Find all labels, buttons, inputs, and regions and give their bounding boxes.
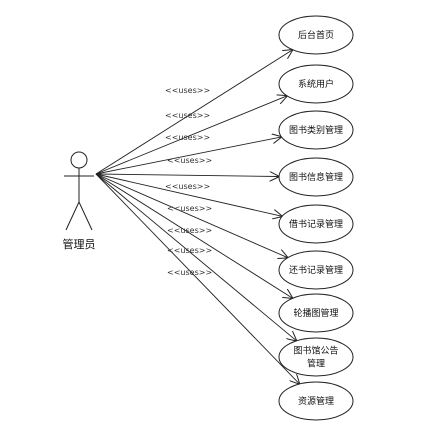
uses-stereotype-label: <<uses>> (167, 268, 212, 277)
association-edge-uc5 (95, 173, 282, 216)
use-case-ellipse (278, 64, 354, 104)
association-edge-uc8 (95, 173, 297, 341)
uses-stereotype-label: <<uses>> (165, 111, 210, 120)
use-cases: 后台首页系统用户图书类别管理图书信息管理借书记录管理还书记录管理轮播图管理图书馆… (278, 15, 354, 421)
association-edge-uc9 (95, 173, 300, 384)
actor-left-leg (65, 201, 80, 231)
uses-stereotype-label: <<uses>> (165, 86, 210, 95)
uses-stereotype-label: <<uses>> (167, 226, 212, 235)
association-edge-uc6 (95, 173, 288, 258)
use-case-label: 图书类别管理 (289, 124, 343, 136)
use-case-label: 还书记录管理 (289, 264, 343, 276)
use-case-label: 图书信息管理 (289, 171, 343, 183)
uses-stereotype-label: <<uses>> (167, 204, 212, 213)
use-case-ellipse (278, 157, 354, 197)
use-case-uc5: 借书记录管理 (278, 204, 354, 244)
uses-stereotype-label: <<uses>> (165, 133, 210, 142)
use-case-ellipse (278, 250, 354, 290)
actor-name: 管理员 (63, 237, 96, 251)
actor: 管理员 (63, 151, 96, 251)
use-case-label: 图书馆公告 (293, 345, 338, 357)
actor-right-leg (78, 201, 93, 231)
association-edge-uc7 (95, 173, 293, 298)
use-case-label: 后台首页 (298, 29, 334, 41)
use-case-uc4: 图书信息管理 (278, 157, 354, 197)
association-edge-uc1 (95, 50, 293, 175)
use-case-uc9: 资源管理 (278, 381, 354, 421)
use-case-uc3: 图书类别管理 (278, 110, 354, 150)
use-case-uc1: 后台首页 (278, 15, 354, 55)
use-case-ellipse (278, 15, 354, 55)
association-edge-uc3 (95, 137, 282, 175)
use-case-label: 借书记录管理 (289, 218, 343, 230)
uses-stereotype-label: <<uses>> (167, 246, 212, 255)
actor-head (70, 151, 88, 169)
uses-stereotype-label: <<uses>> (167, 156, 212, 165)
association-edge-uc4 (95, 174, 279, 177)
use-case-ellipse (278, 381, 354, 421)
association-edge-uc2 (95, 96, 287, 175)
use-case-uc7: 轮播图管理 (278, 293, 354, 333)
use-case-label: 轮播图管理 (293, 307, 338, 319)
uses-stereotype-label: <<uses>> (165, 182, 210, 191)
use-case-label: 系统用户 (298, 78, 334, 90)
use-case-uc2: 系统用户 (278, 64, 354, 104)
use-case-label: 资源管理 (298, 395, 334, 407)
use-case-ellipse (278, 337, 354, 377)
association-edges (95, 50, 300, 384)
use-case-label: 管理 (307, 358, 325, 370)
use-case-ellipse (278, 110, 354, 150)
association-labels: <<uses>> <<uses>> <<uses>> <<uses>> <<uses>>… (165, 86, 212, 277)
use-case-ellipse (278, 293, 354, 333)
use-case-ellipse (278, 204, 354, 244)
use-case-uc6: 还书记录管理 (278, 250, 354, 290)
